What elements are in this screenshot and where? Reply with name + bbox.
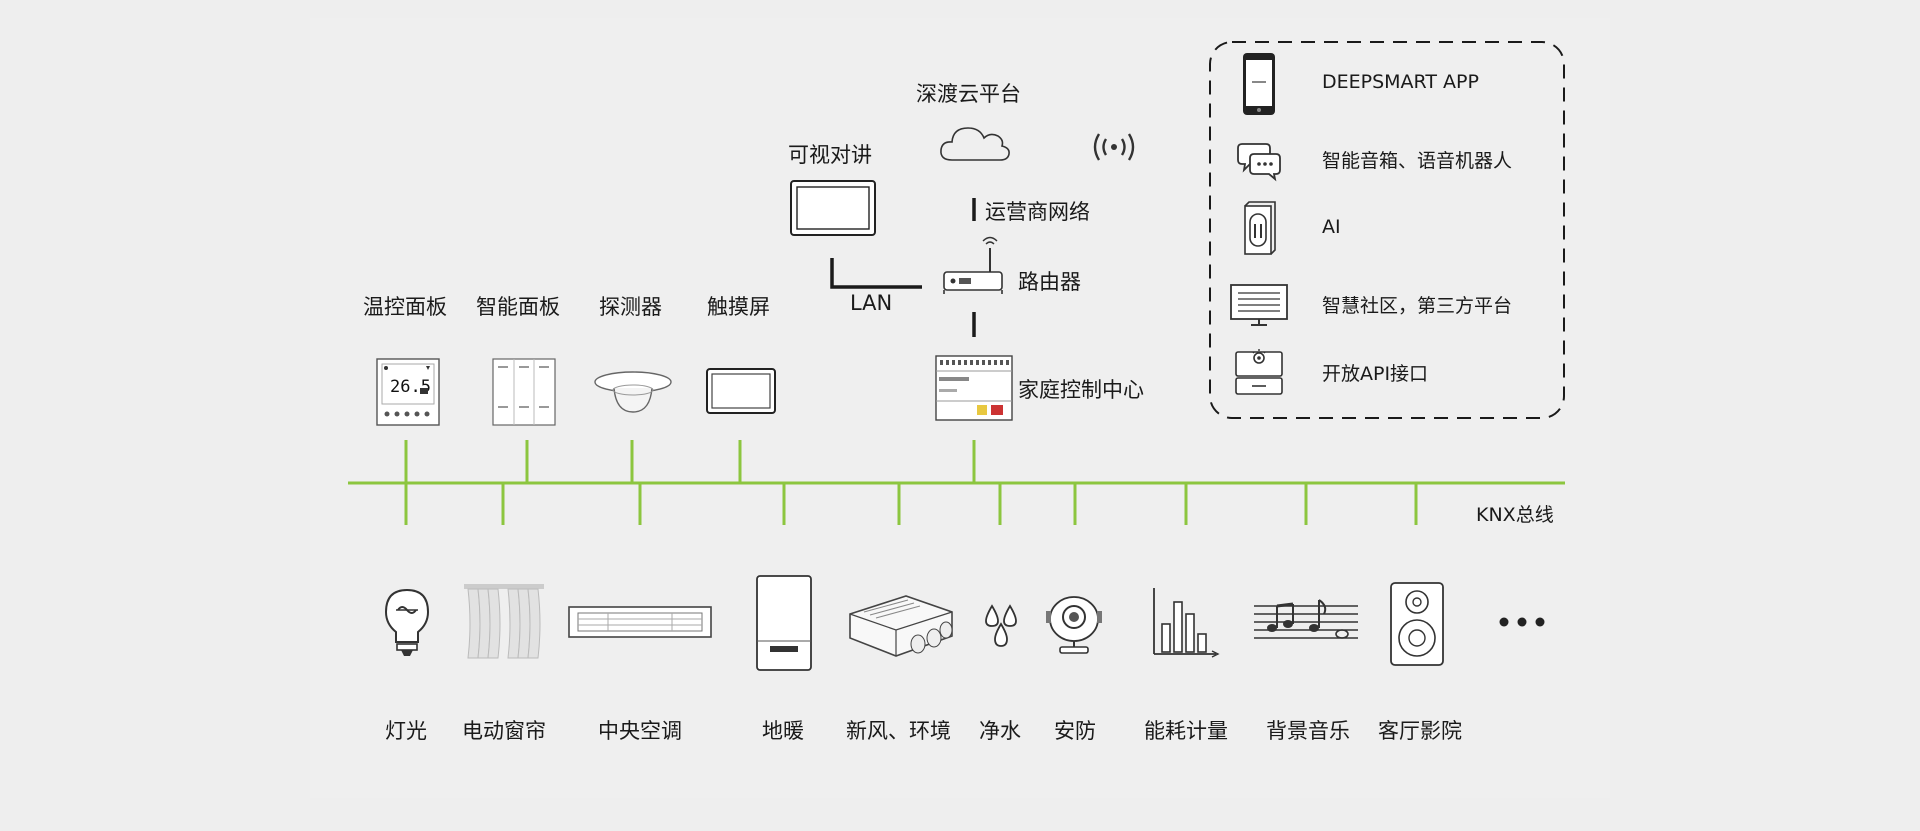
intercom-title: 可视对讲 — [788, 143, 872, 167]
integration-label: AI — [1322, 216, 1341, 238]
integration-label: DEEPSMART APP — [1322, 71, 1479, 93]
top-device-label: 探测器 — [599, 295, 662, 319]
touchscreen-icon — [706, 368, 776, 414]
knx-bus-label: KNX总线 — [1476, 504, 1554, 526]
bottom-device-label: 客厅影院 — [1378, 719, 1462, 743]
bottom-device-label: 背景音乐 — [1266, 719, 1350, 743]
wireless-signal-icon — [1090, 132, 1138, 162]
intercom-screen-icon — [790, 180, 876, 236]
integration-label: 开放API接口 — [1322, 363, 1429, 385]
cloud-icon — [938, 120, 1012, 164]
phone-icon — [1242, 52, 1276, 116]
music-notes-icon — [1254, 598, 1360, 646]
bottom-device-label: 电动窗帘 — [462, 719, 546, 743]
bottom-device-label: 新风、环境 — [846, 719, 951, 743]
integration-label: 智能音箱、语音机器人 — [1322, 150, 1513, 172]
ellipsis-icon — [1498, 616, 1546, 628]
integrations-box — [1209, 41, 1565, 419]
top-device-label: 智能面板 — [476, 295, 560, 319]
chat-bubbles-icon — [1237, 142, 1282, 182]
bottom-device-label: 地暖 — [762, 719, 804, 743]
thermostat-icon: 26.5 — [376, 358, 440, 426]
floor-heating-icon — [756, 575, 812, 671]
cloud-platform-title: 深渡云平台 — [916, 82, 1021, 106]
bar-chart-icon — [1150, 586, 1220, 658]
home-controller-label: 家庭控制中心 — [1018, 378, 1144, 402]
bottom-device-label: 中央空调 — [598, 719, 682, 743]
top-device-label: 触摸屏 — [707, 295, 770, 319]
bottom-device-label: 灯光 — [385, 719, 427, 743]
fresh-air-icon — [848, 594, 954, 660]
curtain-icon — [464, 584, 544, 660]
network-links — [830, 198, 976, 337]
ac-icon — [568, 606, 712, 640]
home-controller-icon — [935, 355, 1013, 421]
monitor-icon — [1230, 284, 1288, 326]
bottom-device-label: 安防 — [1054, 719, 1096, 743]
bus-drops-top — [404, 440, 976, 483]
api-device-icon — [1234, 346, 1284, 396]
carrier-network-label: 运营商网络 — [985, 200, 1090, 224]
bottom-device-label: 净水 — [979, 719, 1021, 743]
camera-icon — [1046, 593, 1102, 655]
lan-label: LAN — [850, 291, 893, 315]
ai-device-icon — [1244, 201, 1276, 256]
water-drops-icon — [984, 604, 1018, 648]
bus-drops-bottom — [404, 483, 1418, 525]
bottom-device-label: 能耗计量 — [1144, 719, 1228, 743]
speaker-icon — [1390, 582, 1444, 666]
router-label: 路由器 — [1018, 270, 1081, 294]
smart-panel-icon — [492, 358, 556, 426]
detector-icon — [592, 366, 674, 416]
router-icon — [942, 236, 1006, 294]
bulb-icon — [382, 588, 432, 658]
integration-label: 智慧社区，第三方平台 — [1322, 295, 1513, 317]
top-device-label: 温控面板 — [363, 295, 447, 319]
